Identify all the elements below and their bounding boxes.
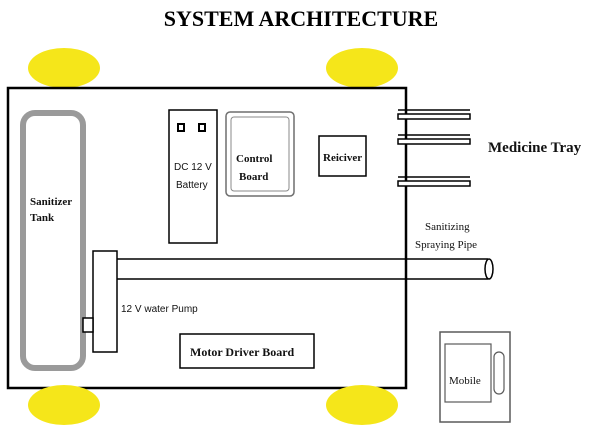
- pipe-label-2: Spraying Pipe: [415, 239, 477, 251]
- battery-terminal-left: [177, 123, 185, 132]
- mobile-button: [493, 351, 505, 395]
- wheel-bottom-right: [326, 385, 398, 425]
- tray-bar-3: [397, 180, 471, 187]
- wheel-bottom-left: [28, 385, 100, 425]
- battery-label-2: Battery: [176, 180, 208, 191]
- sanitizer-tank-label-1: Sanitizer: [30, 196, 72, 208]
- mobile-label: Mobile: [449, 375, 481, 387]
- control-board-inner: [230, 116, 290, 192]
- battery-label-1: DC 12 V: [174, 162, 212, 173]
- pipe-label-1: Sanitizing: [425, 221, 470, 233]
- wheel-top-right: [326, 48, 398, 88]
- receiver: [318, 135, 367, 177]
- mobile-screen: [444, 343, 492, 403]
- motor-driver-label: Motor Driver Board: [190, 345, 295, 359]
- receiver-label: Reiciver: [323, 152, 362, 164]
- spraying-pipe-nozzle: [484, 258, 494, 280]
- pump-connector: [82, 317, 94, 333]
- sanitizer-tank: [20, 110, 86, 371]
- water-pump-label: 12 V water Pump: [121, 304, 198, 315]
- control-board-label-2: Board: [239, 171, 268, 183]
- control-board-label-1: Control: [236, 153, 272, 165]
- tray-bar-2: [397, 138, 471, 145]
- battery-terminal-right: [198, 123, 206, 132]
- tray-bar-1: [397, 113, 471, 120]
- water-pump: [92, 250, 118, 353]
- motor-driver-board: [179, 333, 315, 369]
- diagram-title: SYSTEM ARCHITECTURE: [163, 6, 439, 31]
- sanitizer-tank-label-2: Tank: [30, 212, 55, 224]
- medicine-tray-label: Medicine Tray: [488, 140, 582, 156]
- wheel-top-left: [28, 48, 100, 88]
- dc-battery: [168, 109, 218, 244]
